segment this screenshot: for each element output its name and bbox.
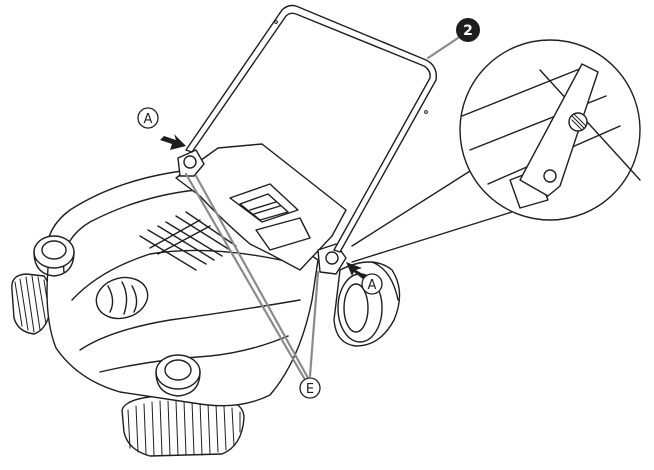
leader-lines-e [184, 172, 320, 380]
step-badge: 2 [456, 18, 480, 42]
callout-a-bottom: A [361, 273, 383, 295]
top-cover [175, 143, 347, 271]
svg-text:E: E [306, 382, 314, 397]
detail-magnifier [351, 39, 641, 263]
callout-a-top: A [137, 107, 159, 129]
sweeper-illustration [11, 143, 401, 457]
vent-slots [139, 211, 237, 271]
svg-text:2: 2 [463, 23, 473, 39]
callout-e: E [299, 377, 321, 399]
svg-text:A: A [368, 278, 377, 293]
arrow-pointer-icon [346, 262, 366, 280]
arrow-pointer-icon [160, 134, 186, 150]
leader-line-step [426, 36, 460, 60]
side-brush-bottom [121, 395, 245, 457]
emblem-oval [95, 276, 149, 320]
bolt-icon [568, 112, 588, 132]
handle-frame [185, 4, 437, 253]
bumper-knob-bottom [155, 354, 201, 397]
side-brush-left [11, 273, 52, 335]
hinge-left [177, 149, 205, 177]
bumper-knob-left [33, 235, 75, 277]
rear-wheel [333, 261, 401, 347]
svg-text:A: A [144, 112, 153, 127]
